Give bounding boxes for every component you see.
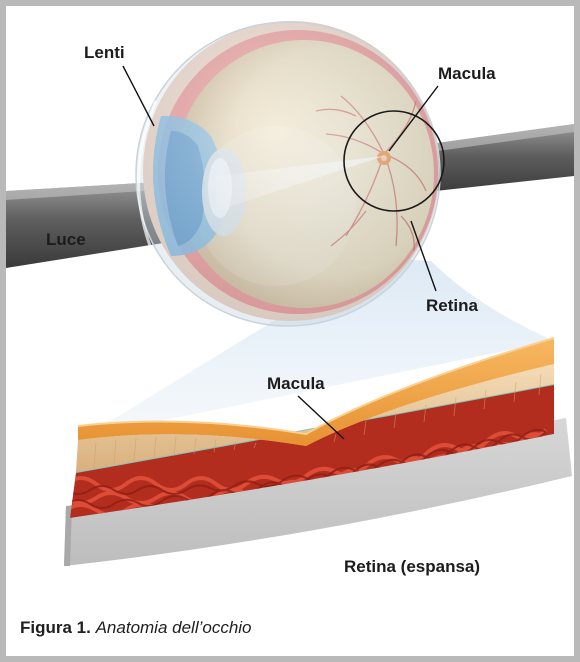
label-light: Luce <box>46 230 86 249</box>
label-retina: Retina <box>426 296 479 315</box>
label-macula-bottom: Macula <box>267 374 325 393</box>
eye-anatomy-illustration: Lenti Macula Luce Retina Macula Retina (… <box>6 6 574 656</box>
label-macula-top: Macula <box>438 64 496 83</box>
label-retina-expanded: Retina (espansa) <box>344 557 480 576</box>
caption-prefix: Figura 1. <box>20 618 91 637</box>
caption-text: Anatomia dell’occhio <box>96 618 252 637</box>
figure-caption: Figura 1. Anatomia dell’occhio <box>20 618 252 638</box>
label-lens: Lenti <box>84 43 125 62</box>
